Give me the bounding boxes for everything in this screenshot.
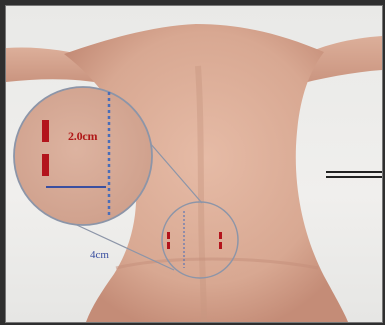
zoom-incision-lower [42,154,49,176]
torso-illustration [6,6,382,322]
zoom-incision-upper [42,120,49,142]
lateral-distance-label: 4cm [90,249,109,261]
medical-illustration: 2.0cm 4cm [5,5,383,323]
zoom-circle [14,87,152,225]
zoom-width-label: 2.0cm [68,129,97,144]
